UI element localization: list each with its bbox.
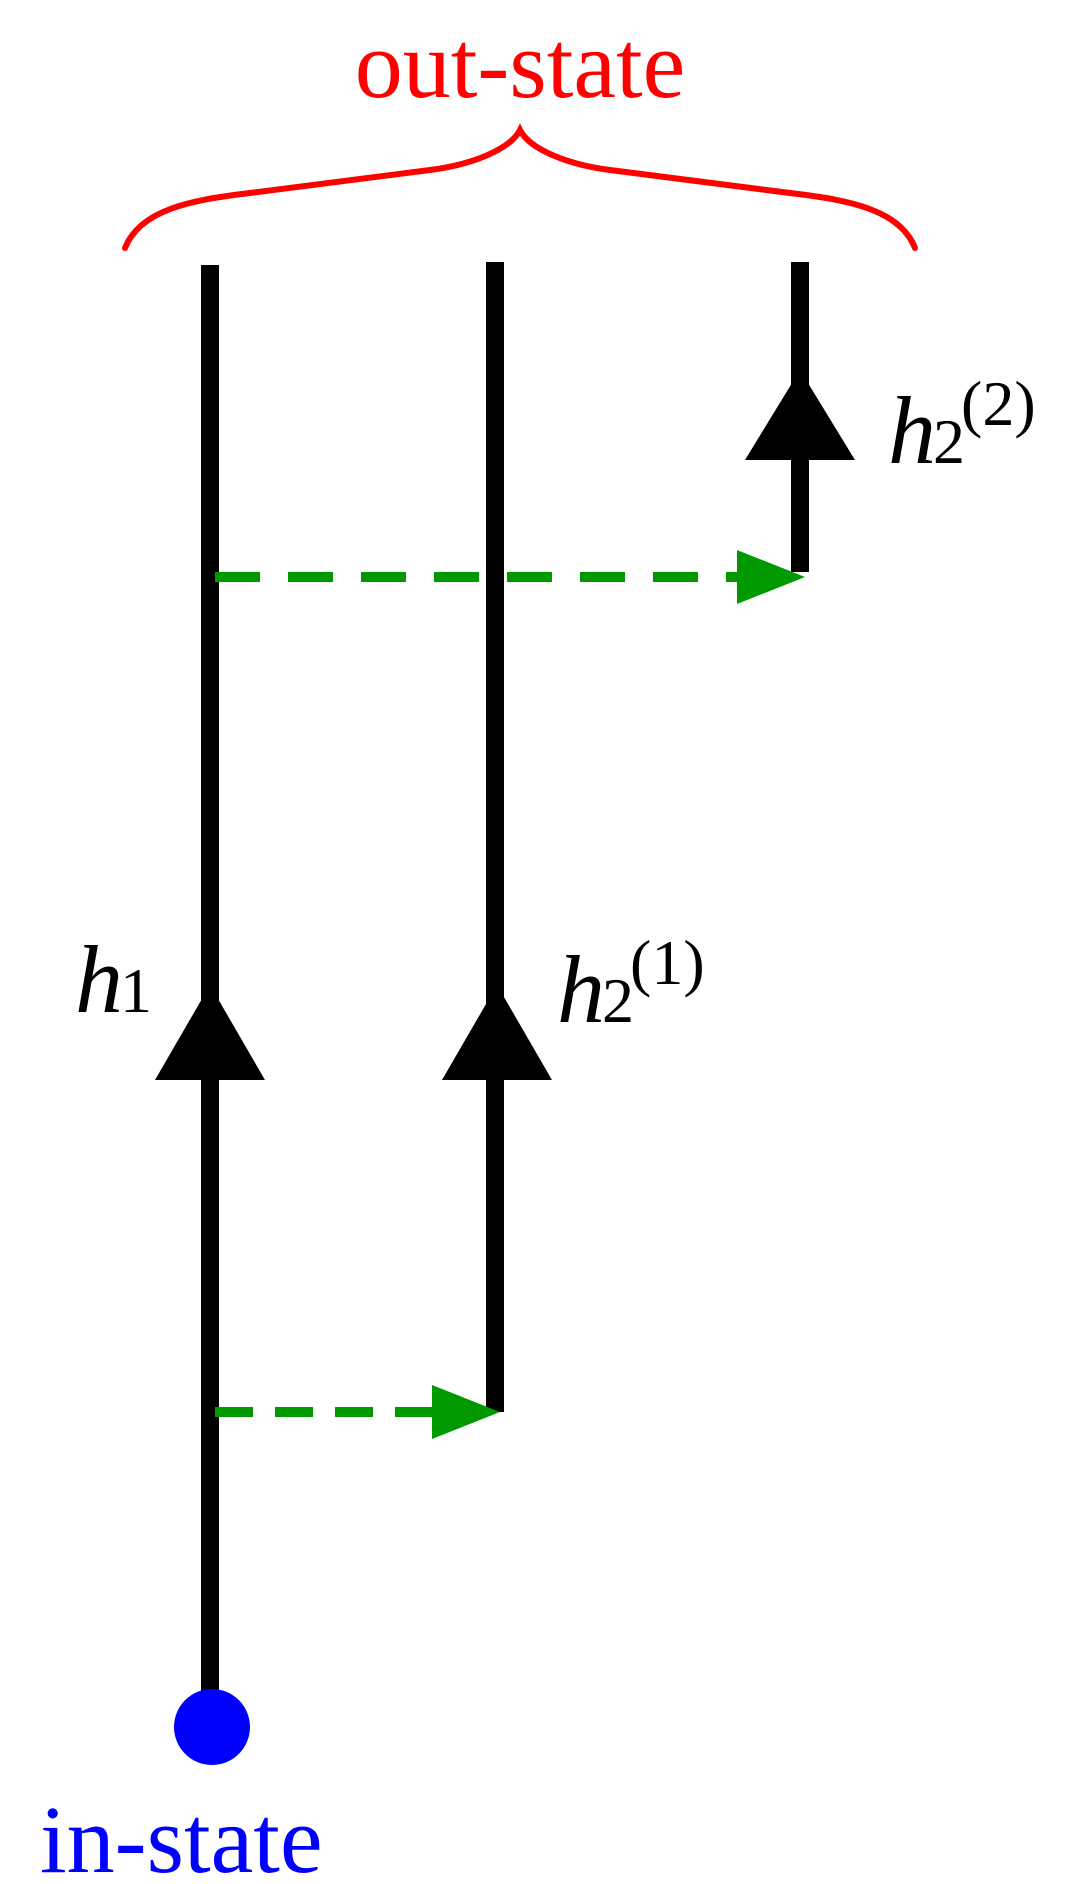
out-state-label: out-state — [355, 11, 686, 118]
diagram-group: out-state in-state h1 h2(1) h2(2) — [40, 11, 1036, 1884]
h2-2-arrowhead-icon — [745, 370, 855, 460]
in-state-label: in-state — [40, 1786, 323, 1884]
h2-1-subscript: 2 — [602, 965, 634, 1036]
h2-1-arrowhead-icon — [442, 985, 552, 1080]
dashed-arrow-upper-head-icon — [737, 550, 805, 604]
h2-2-main: h — [888, 377, 936, 484]
h2-2-subscript: 2 — [933, 406, 965, 477]
h2-2-label: h2(2) — [888, 368, 1036, 484]
h2-1-main: h — [557, 936, 605, 1043]
h2-1-superscript: (1) — [630, 927, 705, 998]
h2-2-superscript: (2) — [961, 368, 1036, 439]
h2-1-label: h2(1) — [557, 927, 705, 1043]
h1-arrowhead-icon — [155, 985, 265, 1080]
in-state-marker-icon — [174, 1689, 250, 1765]
h1-main: h — [75, 926, 123, 1033]
h1-subscript: 1 — [120, 955, 152, 1026]
h1-label: h1 — [75, 926, 152, 1033]
dashed-arrow-lower-head-icon — [432, 1385, 500, 1439]
out-state-brace — [122, 123, 918, 251]
